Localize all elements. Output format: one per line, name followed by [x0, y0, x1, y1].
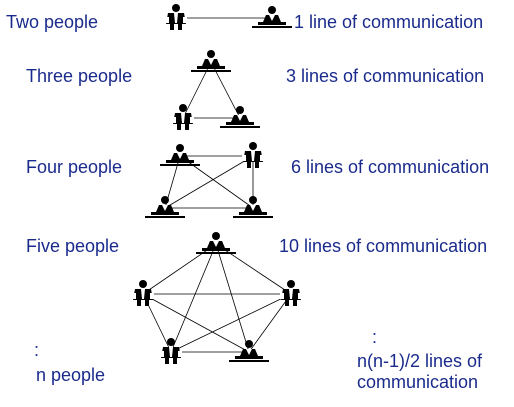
five-person-1-seated-person-at-desk-icon [196, 232, 236, 254]
people-figures [132, 4, 302, 364]
four-person-2-standing-person-icon [242, 142, 264, 168]
two-people-lines-label: 1 line of communication [294, 12, 484, 32]
two-person-1-standing-person-icon [165, 4, 187, 30]
four-people-lines-label: 6 lines of communication [291, 157, 490, 177]
five-people-lines-label: 10 lines of communication [279, 236, 488, 256]
four-person-3-seated-person-at-desk-icon [145, 196, 185, 218]
four-person-1-seated-person-at-desk-icon [160, 144, 200, 166]
five-person-4-standing-person-icon [160, 338, 182, 364]
communication-line [215, 243, 250, 353]
communication-line [215, 243, 292, 295]
n-people-label: n people [36, 365, 106, 385]
communication-line [248, 293, 292, 353]
five-person-3-standing-person-icon [280, 280, 302, 306]
four-person-4-seated-person-at-desk-icon [233, 196, 273, 218]
three-people-lines-label: 3 lines of communication [286, 66, 485, 86]
five-people-label: Five people [26, 236, 120, 256]
three-person-3-seated-person-at-desk-icon [220, 106, 260, 128]
formula-label: n(n-1)/2 lines of communication [357, 351, 483, 392]
five-person-5-seated-person-at-desk-icon [229, 340, 269, 362]
communication-line [142, 293, 250, 353]
communication-line [164, 155, 254, 209]
communication-line [179, 155, 254, 209]
three-person-1-seated-person-at-desk-icon [191, 50, 231, 72]
ellipsis-left: : [34, 340, 40, 360]
five-person-2-standing-person-icon [132, 280, 154, 306]
four-people-label: Four people [26, 157, 123, 177]
three-people-label: Three people [26, 66, 133, 86]
three-person-2-standing-person-icon [172, 104, 194, 130]
two-person-2-seated-person-at-desk-icon [252, 6, 292, 28]
ellipsis-right: : [372, 327, 378, 347]
two-people-label: Two people [6, 12, 99, 32]
communication-line [170, 243, 217, 353]
communication-line [142, 243, 217, 295]
communication-line [170, 293, 292, 353]
